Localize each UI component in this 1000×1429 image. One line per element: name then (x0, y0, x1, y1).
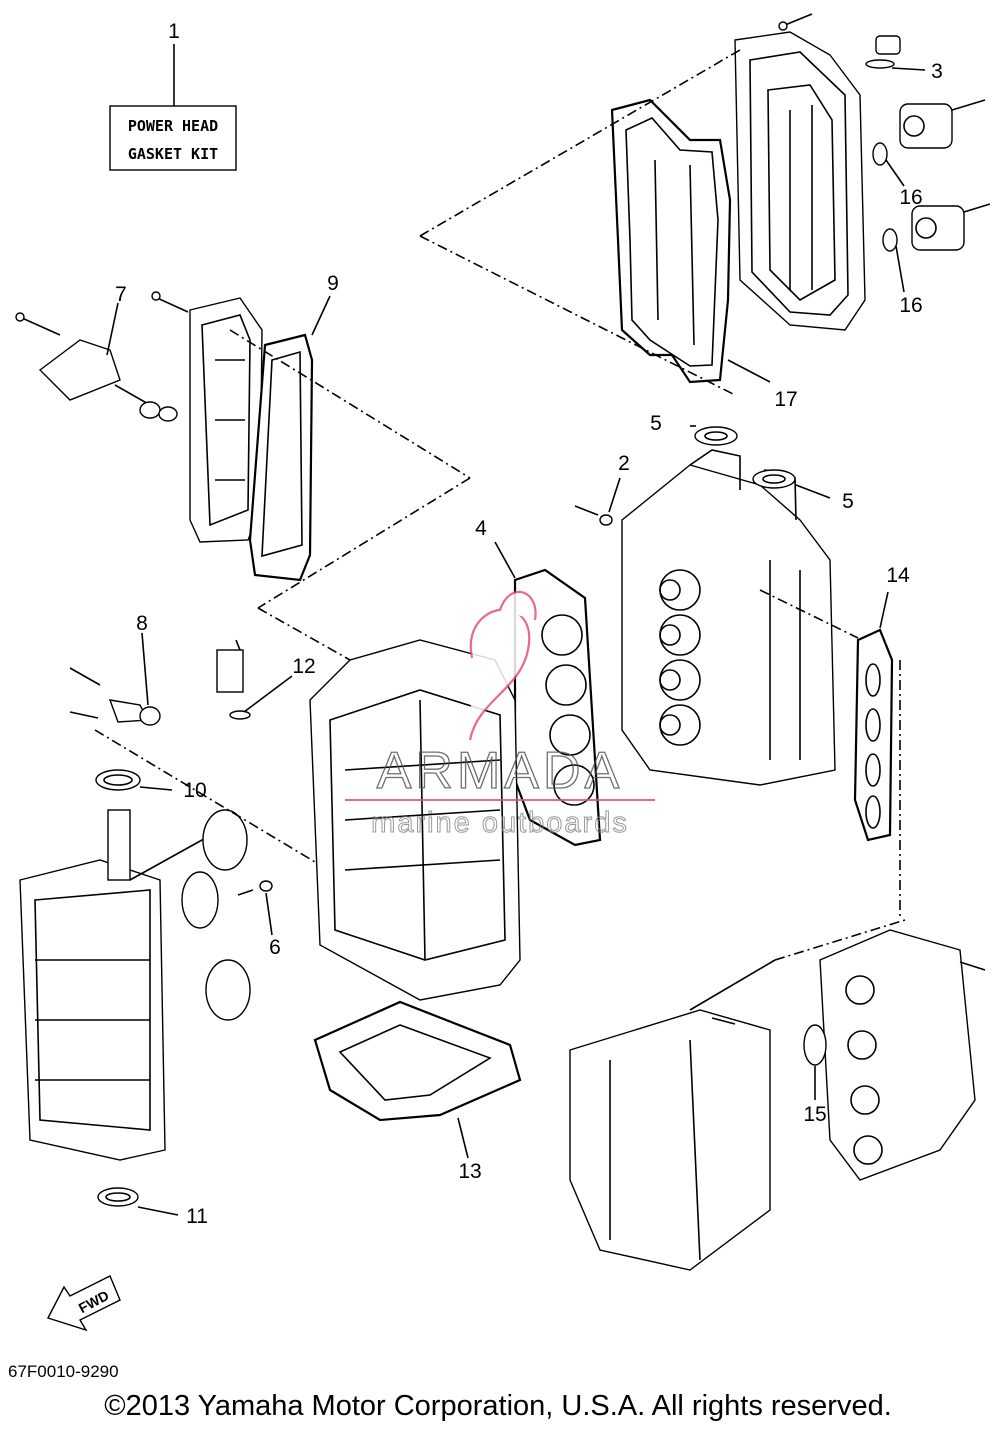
cylinder-block[interactable] (309, 639, 521, 1001)
intake-o-ring[interactable] (803, 1024, 827, 1100)
callout-labels: 1 2 3 4 5 5 6 7 8 9 10 11 12 13 14 15 16… (115, 20, 943, 1228)
thermostat-assembly[interactable] (15, 302, 178, 422)
kit-label-line1: POWER HEAD (128, 117, 218, 135)
projection-lines (94, 49, 906, 961)
bolt-exhaust-cover[interactable] (151, 291, 189, 313)
callout-1: 1 (168, 20, 180, 43)
callout-13: 13 (458, 1160, 481, 1183)
callout-5b: 5 (842, 490, 854, 513)
callout-4: 4 (475, 517, 487, 540)
crankshaft-with-pistons[interactable] (107, 809, 251, 1021)
cylinder-head-cover[interactable] (734, 31, 866, 331)
exhaust-guide-gasket[interactable] (313, 1000, 522, 1159)
intake-manifold[interactable] (819, 929, 976, 1181)
callout-17: 17 (774, 388, 797, 411)
oil-seal-camshaft-1[interactable] (690, 425, 738, 446)
callout-3: 3 (931, 60, 943, 83)
drain-bolt-and-washer[interactable] (237, 880, 273, 936)
manifold-long-bolt[interactable] (689, 959, 986, 1025)
armada-watermark: ARMADA marine outboards (345, 590, 655, 840)
callout-10: 10 (183, 779, 206, 802)
temperature-sensor-fitting[interactable] (69, 632, 161, 726)
oil-filler-cap[interactable] (865, 35, 926, 71)
exhaust-outer-cover[interactable] (189, 297, 263, 543)
intake-silencer[interactable] (569, 1009, 771, 1271)
callout-15: 15 (803, 1103, 826, 1126)
callout-16a: 16 (899, 186, 922, 209)
kit-label-line2: GASKET KIT (128, 145, 218, 163)
crankcase[interactable] (19, 859, 166, 1161)
intake-manifold-gasket[interactable] (853, 591, 894, 842)
callout-6: 6 (269, 936, 281, 959)
crankshaft-oil-seal-lower[interactable] (97, 1187, 179, 1216)
callout-11: 11 (186, 1205, 208, 1228)
diagram-code: 67F0010-9290 (8, 1362, 119, 1381)
callout-16b: 16 (899, 294, 922, 317)
forward-direction-arrow: FWD (46, 1275, 121, 1332)
crankshaft-oil-seal-upper[interactable] (95, 769, 173, 791)
cylinder-head[interactable] (621, 449, 836, 786)
cylinder-head-gasket[interactable] (494, 541, 602, 847)
callout-8: 8 (136, 612, 148, 635)
head-bolt-and-washer[interactable] (574, 477, 621, 526)
oil-seal-camshaft-2[interactable] (752, 469, 831, 499)
power-head-gasket-kit-box[interactable]: POWER HEAD GASKET KIT (109, 44, 237, 171)
callout-7: 7 (115, 283, 127, 306)
bolt-top-cover[interactable] (778, 13, 813, 31)
oil-control-valve-upper[interactable] (872, 99, 986, 187)
callout-5a: 5 (650, 412, 662, 435)
callout-14: 14 (886, 564, 910, 587)
head-cover-gasket[interactable] (610, 98, 771, 384)
oil-control-valve-lower[interactable] (882, 203, 991, 293)
callout-9: 9 (327, 272, 339, 295)
copyright-notice: ©2013 Yamaha Motor Corporation, U.S.A. A… (104, 1390, 892, 1422)
watermark-tagline: marine outboards (371, 807, 629, 839)
callout-2: 2 (618, 452, 630, 475)
thermo-switch[interactable] (216, 639, 293, 720)
exhaust-cover-gasket[interactable] (248, 295, 331, 582)
watermark-brand: ARMADA (377, 742, 623, 800)
callout-12: 12 (292, 655, 315, 678)
